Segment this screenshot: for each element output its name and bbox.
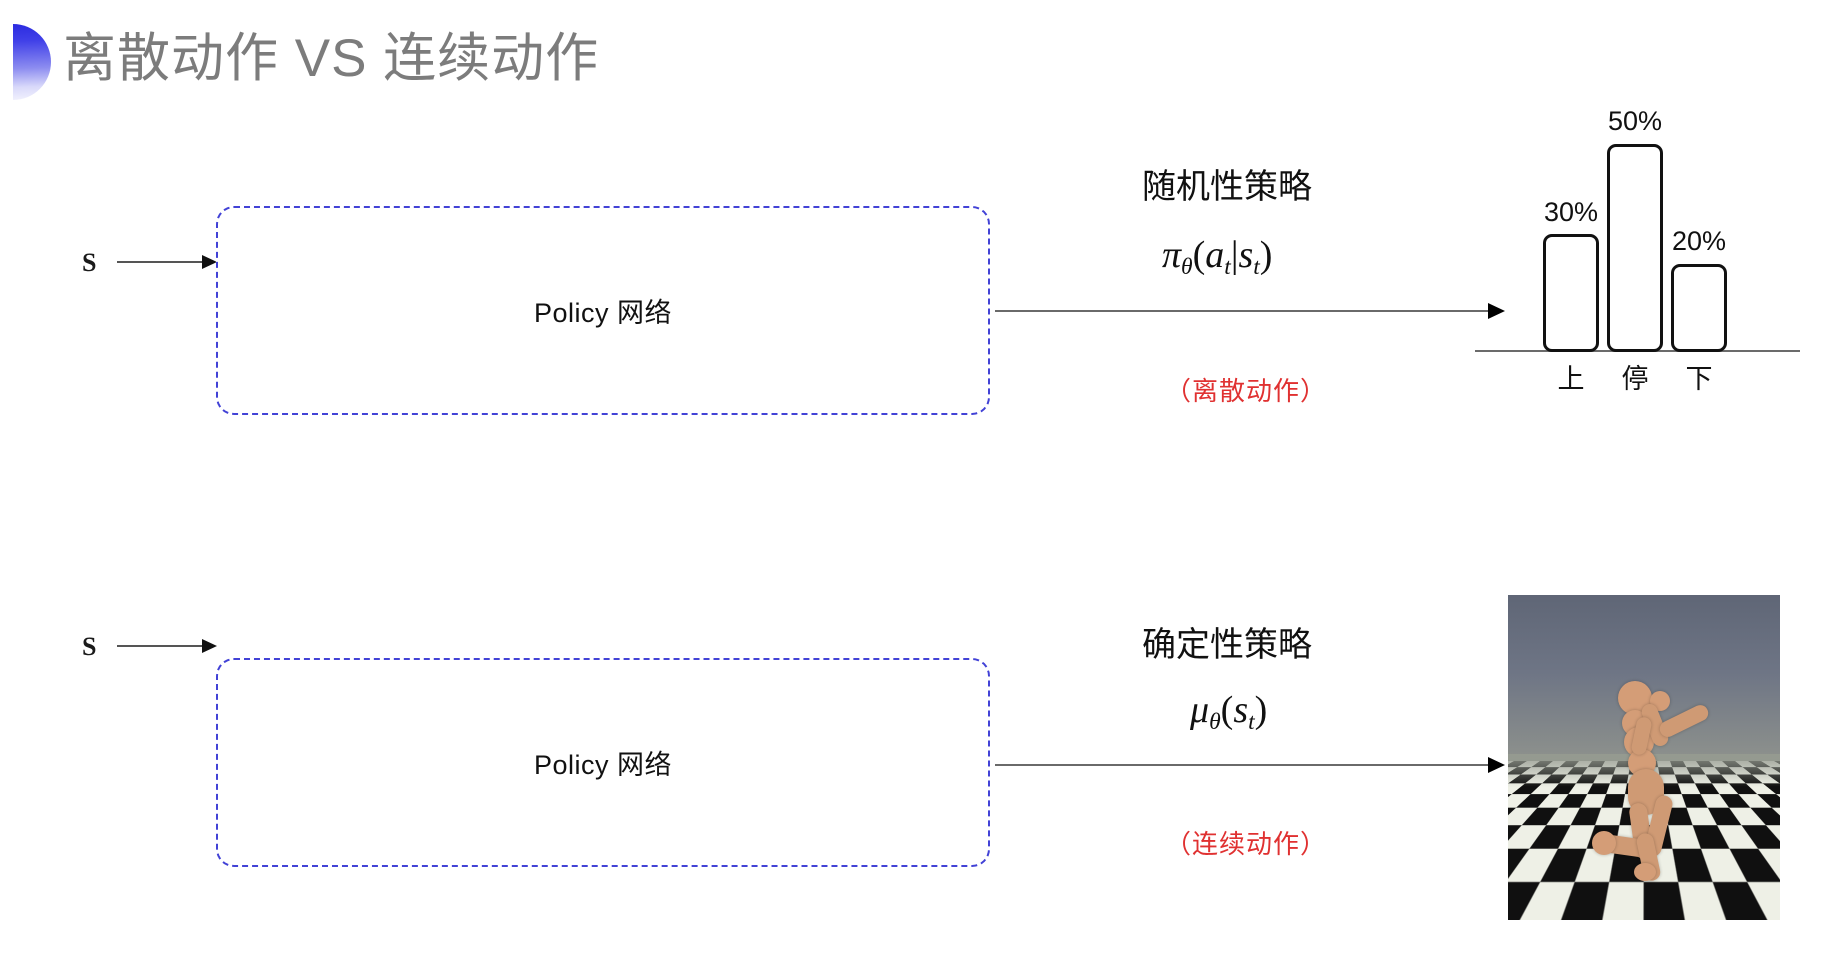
deterministic-policy-formula: μθ(st) [1190,688,1268,736]
arrow-shaft [117,261,203,263]
formula-s: s [1238,234,1254,276]
output-arrow-row2 [995,757,1505,773]
discrete-action-note: （离散动作） [1165,376,1328,406]
bar-category-label-1: 停 [1621,364,1649,394]
arrow-head-icon [1488,303,1505,319]
output-arrow-row1 [995,303,1505,319]
formula-paren-open: ( [1192,234,1206,276]
bar-category-label-2: 下 [1685,364,1713,394]
formula-a: a [1205,234,1225,276]
formula-theta: θ [1209,709,1221,736]
bar-category-label-0: 上 [1557,364,1585,394]
policy-network-label: Policy 网络 [533,750,673,780]
bar-value-label-1: 50% [1607,106,1663,136]
input-arrow-row2 [117,639,217,653]
action-probability-bar-chart: 30% 上 50% 停 20% 下 [1455,95,1815,395]
formula-paren-close: ) [1254,689,1268,731]
formula-t2: t [1253,254,1260,281]
arrow-shaft [995,310,1489,312]
formula-theta: θ [1181,254,1193,281]
arrow-head-icon [202,639,217,653]
humanoid-left-foot [1592,831,1616,855]
bar-value-label-0: 30% [1543,197,1599,227]
arrow-shaft [995,764,1489,766]
page-title: 离散动作 VS 连续动作 [63,29,600,88]
humanoid-right-foot [1634,863,1656,881]
continuous-action-note: （连续动作） [1165,829,1328,859]
arrow-head-icon [1488,757,1505,773]
bar-group-1: 50% 停 [1607,106,1663,394]
humanoid-simulation-image [1508,595,1780,920]
formula-s: s [1233,689,1249,731]
stochastic-policy-title: 随机性策略 [1142,168,1312,206]
bar-rect-1 [1607,144,1663,352]
arrow-shaft [117,645,203,647]
formula-pi: π [1162,234,1182,276]
formula-t: t [1248,709,1255,736]
arrow-head-icon [202,255,217,269]
bar-group-0: 30% 上 [1543,122,1599,394]
policy-network-label: Policy 网络 [533,298,673,328]
bar-group-2: 20% 下 [1671,122,1727,394]
policy-network-box-row2[interactable]: Policy 网络 [216,658,990,867]
input-state-label-row1: S [82,248,97,277]
input-arrow-row1 [117,255,217,269]
policy-network-box-row1[interactable]: Policy 网络 [216,206,990,415]
bar-rect-2 [1671,264,1727,352]
input-state-label-row2: S [82,632,97,661]
deterministic-policy-title: 确定性策略 [1142,626,1312,664]
formula-mu: μ [1190,689,1210,731]
formula-t1: t [1224,254,1231,281]
formula-paren-open: ( [1220,689,1234,731]
formula-paren-close: ) [1259,234,1273,276]
title-petal-decoration-icon [13,24,51,100]
stochastic-policy-formula: πθ(at|st) [1162,233,1273,281]
formula-bar: | [1230,234,1239,276]
bar-rect-0 [1543,234,1599,352]
bar-value-label-2: 20% [1671,226,1727,256]
